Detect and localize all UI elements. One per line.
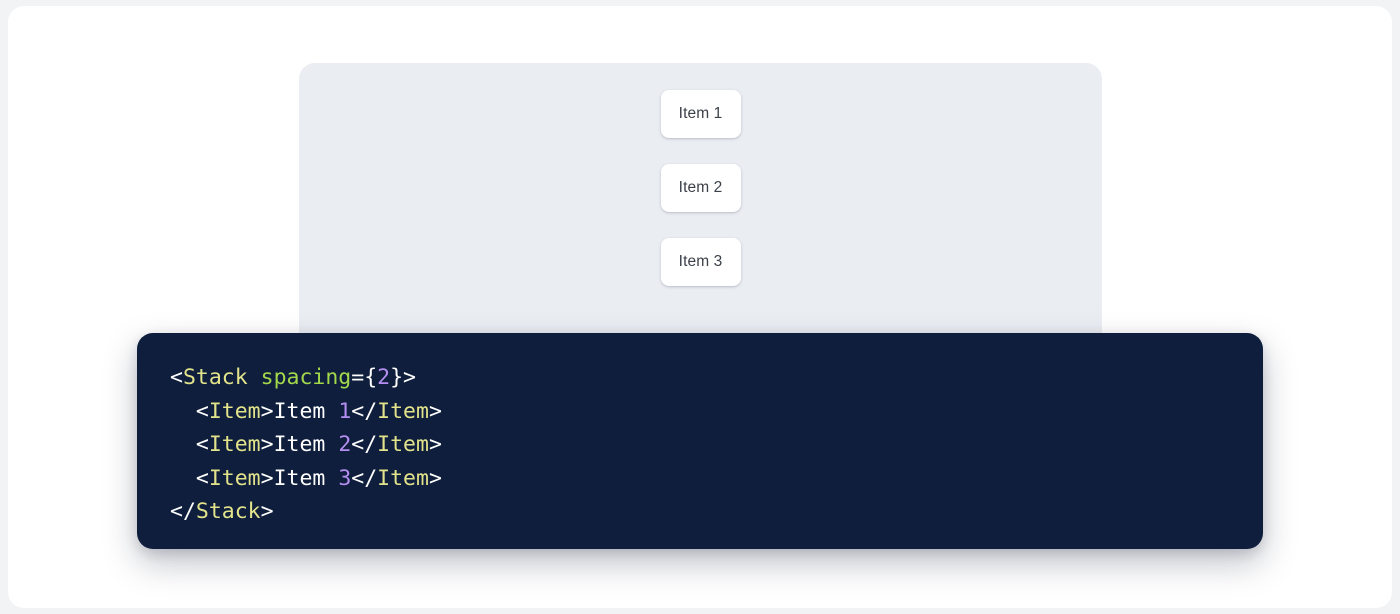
code-line: <Item>Item 1</Item> — [170, 395, 442, 429]
code-token-punct: </ — [351, 432, 378, 458]
stack-item-label: Item 2 — [678, 179, 723, 196]
code-token-punct: < — [195, 398, 209, 424]
code-token-tag: Item — [377, 465, 429, 491]
code-token-punct: </ — [351, 398, 378, 424]
code-token-tag: Item — [377, 398, 429, 424]
code-token-punct: < — [170, 365, 183, 390]
stack-item-label: Item 1 — [678, 105, 723, 122]
code-token-punct: < — [195, 432, 209, 458]
stack-container: Item 1 Item 2 Item 3 — [299, 63, 1102, 335]
code-token-punct — [248, 365, 261, 390]
code-token-punct: > — [260, 398, 274, 424]
code-token-punct: </ — [351, 465, 378, 491]
code-token-num: 2 — [338, 432, 352, 458]
code-token-tag: Item — [208, 465, 261, 491]
code-line: <Stack spacing={2}> — [170, 361, 442, 395]
stack-item[interactable]: Item 2 — [660, 164, 741, 212]
code-token-text: Item — [273, 398, 339, 424]
code-token-punct: > — [428, 465, 442, 491]
code-token-text: Item — [273, 432, 339, 458]
code-token-text: Item — [273, 465, 339, 491]
code-token-num: 2 — [377, 365, 391, 390]
code-line: <Item>Item 2</Item> — [170, 428, 442, 462]
preview-panel: Item 1 Item 2 Item 3 — [299, 63, 1102, 335]
code-token-punct: > — [428, 432, 442, 458]
stack-item-label: Item 3 — [678, 253, 723, 270]
code-token-tag: Stack — [182, 365, 248, 390]
code-token-tag: Stack — [195, 499, 261, 525]
code-token-punct: > — [260, 432, 274, 458]
code-token-tag: Item — [208, 398, 261, 424]
code-token-punct: ={ — [351, 365, 378, 390]
stack-item[interactable]: Item 1 — [660, 90, 741, 138]
code-token-tag: Item — [208, 432, 261, 458]
code-token-punct: </ — [170, 499, 196, 525]
code-token-punct: < — [195, 465, 209, 491]
code-token-punct: > — [260, 465, 274, 491]
code-token-num: 3 — [338, 465, 352, 491]
code-token-num: 1 — [338, 398, 352, 424]
code-token-tag: Item — [377, 432, 429, 458]
code-token-punct: }> — [390, 365, 416, 390]
code-snippet-card: <Stack spacing={2}> <Item>Item 1</Item> … — [137, 333, 1263, 549]
stack-item[interactable]: Item 3 — [660, 238, 741, 286]
code-line: <Item>Item 3</Item> — [170, 462, 442, 496]
code-block[interactable]: <Stack spacing={2}> <Item>Item 1</Item> … — [170, 361, 442, 529]
code-token-punct: > — [428, 398, 442, 424]
code-line: </Stack> — [170, 495, 442, 529]
code-token-punct: > — [260, 499, 274, 525]
code-token-attr: spacing — [260, 365, 352, 390]
